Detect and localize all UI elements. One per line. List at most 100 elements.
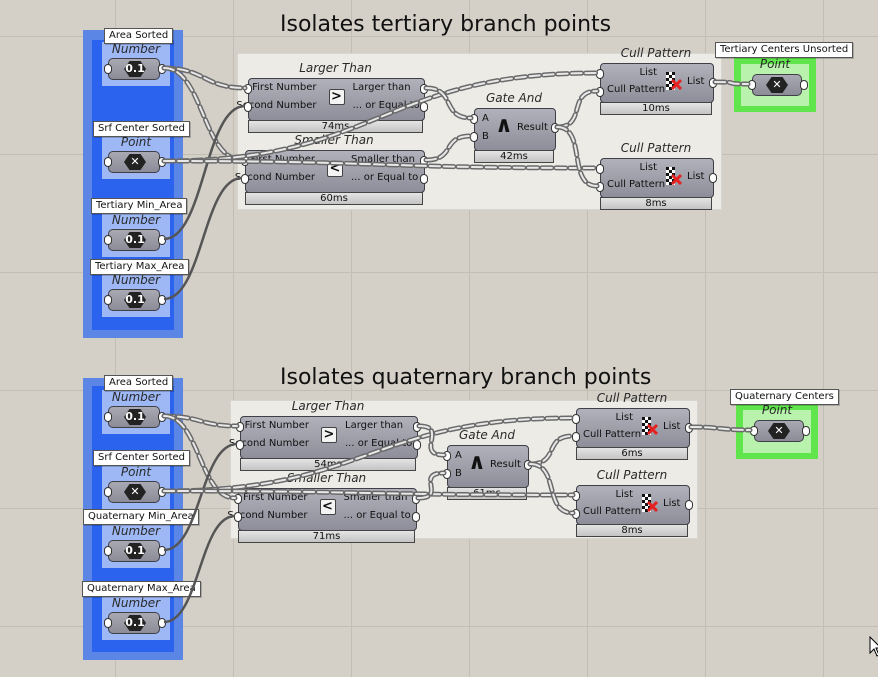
output-grip[interactable] [412,494,420,504]
param-number[interactable]: 0.1 [108,229,160,251]
output-grip[interactable] [709,173,717,183]
output-grip[interactable] [412,512,420,522]
output-grip[interactable] [420,84,428,94]
timer-bar: 61ms [447,487,527,500]
input-grip[interactable] [572,432,580,442]
output-grip[interactable] [685,500,693,510]
input-label-list: List [615,412,633,423]
output-grip[interactable] [685,423,693,433]
param-nickname: Number [111,273,161,287]
output-grip[interactable] [158,618,166,628]
param-point[interactable]: ✕ [108,481,160,503]
output-label-result: Result [490,459,521,470]
group-title: Isolates quaternary branch points [280,365,652,390]
number-param-icon: 0.1 [124,543,146,559]
input-grip[interactable] [104,295,112,305]
input-grip[interactable] [244,102,252,112]
input-grip[interactable] [104,546,112,556]
output-grip[interactable] [158,546,166,556]
timer-bar: 71ms [238,530,415,543]
param-point[interactable]: ✕ [108,151,160,173]
input-grip[interactable] [241,174,249,184]
component-nickname: Cull Pattern [620,46,692,60]
param-label: Tertiary Max_Area [90,259,190,275]
output-grip[interactable] [420,102,428,112]
input-grip[interactable] [596,69,604,79]
input-grip[interactable] [596,182,604,192]
input-grip[interactable] [236,422,244,432]
output-grip[interactable] [158,487,166,497]
output-grip[interactable] [158,235,166,245]
input-label-b: B [482,131,489,142]
param-number[interactable]: 0.1 [108,406,160,428]
operator-icon: < [319,499,336,515]
param-label: Area Sorted [104,28,174,44]
output-grip[interactable] [551,123,559,133]
input-grip[interactable] [236,440,244,450]
output-label-list: List [687,171,705,182]
param-number[interactable]: 0.1 [108,289,160,311]
input-grip[interactable] [748,80,756,90]
output-grip[interactable] [420,174,428,184]
input-grip[interactable] [244,84,252,94]
output-grip[interactable] [158,412,166,422]
param-label: Quaternary Min_Area [83,509,199,525]
input-grip[interactable] [596,164,604,174]
output-grip[interactable] [800,80,808,90]
output-label-strict: Smaller than [343,492,408,503]
output-label-strict: Larger than [352,82,411,93]
operator-icon: > [328,89,345,105]
output-grip[interactable] [420,156,428,166]
input-label-second-number: Second Number [234,172,315,183]
input-grip[interactable] [104,487,112,497]
point-param-output[interactable]: ✕ [752,74,802,96]
input-grip[interactable] [104,157,112,167]
param-number[interactable]: 0.1 [108,58,160,80]
input-grip[interactable] [572,509,580,519]
param-nickname: Number [111,213,161,227]
param-nickname: Point [761,403,793,417]
and-operator-icon: ∧ [495,113,513,138]
output-grip[interactable] [413,440,421,450]
input-label-cull-pattern: Cull Pattern [583,429,642,440]
input-grip[interactable] [104,618,112,628]
output-grip[interactable] [158,295,166,305]
param-nickname: Number [111,390,161,404]
output-grip[interactable] [524,460,532,470]
output-grip[interactable] [158,157,166,167]
input-grip[interactable] [104,412,112,422]
point-param-output[interactable]: ✕ [754,420,804,442]
param-nickname: Point [759,57,791,71]
input-grip[interactable] [234,494,242,504]
input-grip[interactable] [443,469,451,479]
input-grip[interactable] [443,451,451,461]
input-grip[interactable] [572,491,580,501]
input-grip[interactable] [104,235,112,245]
output-grip[interactable] [158,64,166,74]
input-grip[interactable] [750,426,758,436]
input-grip[interactable] [234,512,242,522]
output-label-result: Result [517,122,548,133]
param-number[interactable]: 0.1 [108,612,160,634]
output-grip[interactable] [413,422,421,432]
input-grip[interactable] [104,64,112,74]
output-grip[interactable] [709,78,717,88]
input-grip[interactable] [241,156,249,166]
component-nickname: Larger Than [299,61,372,75]
param-number[interactable]: 0.1 [108,540,160,562]
input-grip[interactable] [572,414,580,424]
input-grip[interactable] [470,132,478,142]
output-grip[interactable] [802,426,810,436]
input-grip[interactable] [470,114,478,124]
input-grip[interactable] [596,87,604,97]
